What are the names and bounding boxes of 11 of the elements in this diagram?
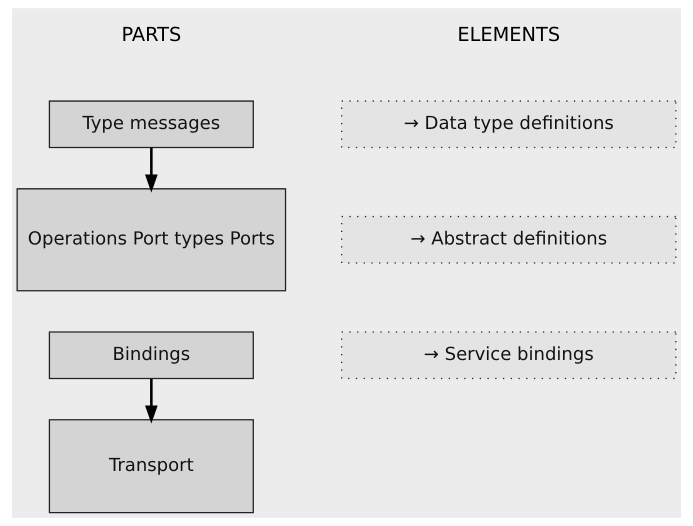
node-box: → Data type definitions	[341, 100, 676, 148]
node-box: → Service bindings	[341, 331, 676, 380]
arrow	[145, 379, 158, 424]
label: ELEMENTS	[457, 23, 560, 46]
node-box: → Abstract definitions	[341, 216, 676, 264]
node-box: Transport	[48, 419, 254, 514]
node-box: Type messages	[48, 100, 254, 148]
node-box: Bindings	[48, 331, 254, 380]
arrow	[145, 148, 158, 193]
node-box: Operations Port types Ports	[16, 188, 286, 292]
label: PARTS	[121, 23, 182, 46]
